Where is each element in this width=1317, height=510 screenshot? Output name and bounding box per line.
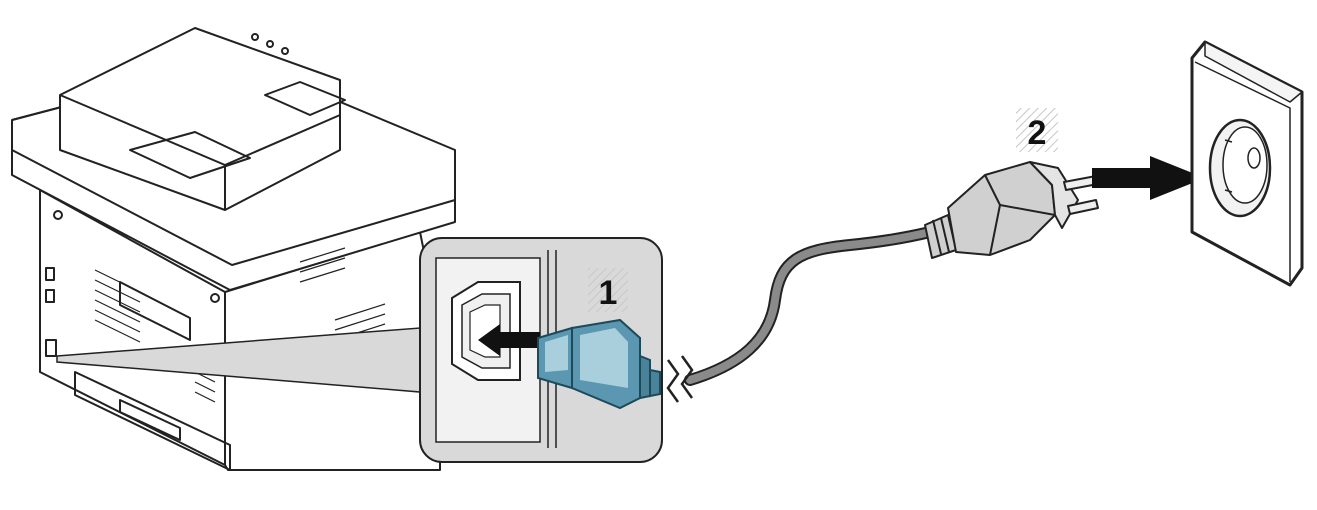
printer-icon <box>11 27 456 471</box>
cord-break-mark <box>666 359 680 403</box>
callout-box: 1 <box>419 237 663 463</box>
step-1-label: 1 <box>599 274 618 312</box>
iec-connector-icon <box>537 318 661 410</box>
step-1-marker: 1 <box>588 268 628 312</box>
arrow-right-icon <box>1092 156 1205 200</box>
power-inlet-icon <box>451 281 521 381</box>
step-2-label: 2 <box>1028 114 1047 152</box>
step-2-marker: 2 <box>1016 108 1058 152</box>
schuko-plug-icon <box>924 161 1099 259</box>
power-cord <box>666 226 936 403</box>
wall-outlet-icon <box>1190 40 1304 287</box>
arrow-right-icon <box>478 324 540 356</box>
